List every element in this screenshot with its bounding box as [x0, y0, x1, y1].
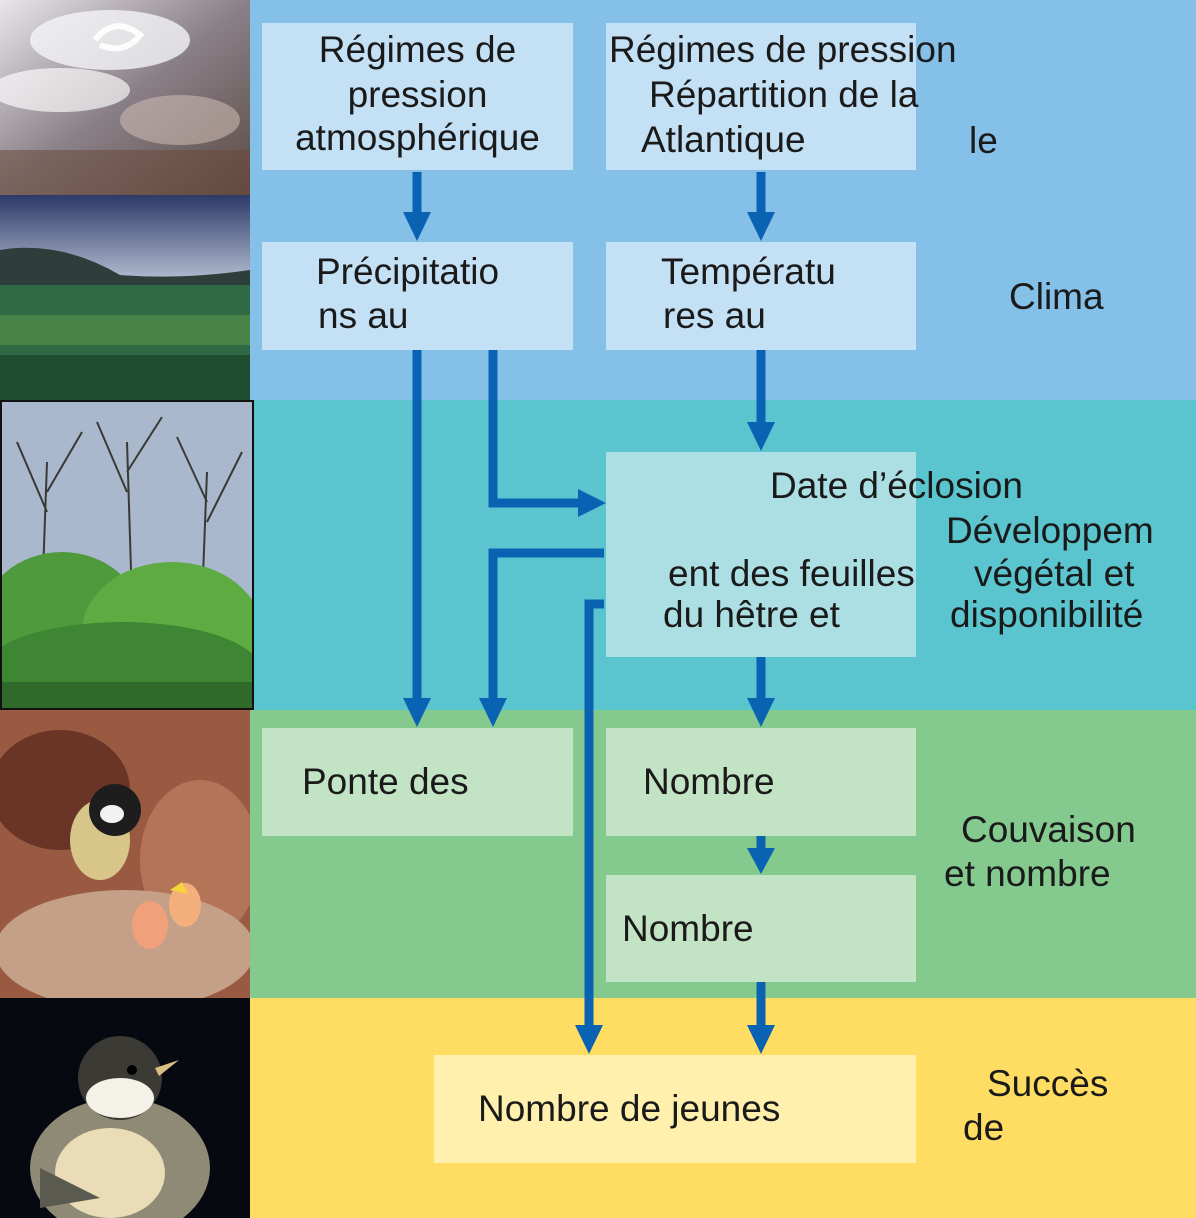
temperature-line-2: res au [663, 295, 766, 336]
side-label-le: le [969, 120, 998, 161]
pressure-right-line-2: Répartition de la [649, 74, 919, 115]
number-1-text: Nombre [643, 761, 775, 802]
laying-box [262, 728, 573, 836]
hatching-date-box [606, 452, 916, 657]
precipitation-line-2: ns au [318, 295, 409, 336]
landscape-photo [0, 195, 250, 400]
pressure-right-box [606, 23, 916, 170]
nest-chicks-photo [0, 710, 250, 998]
hatching-line-1: Date d’éclosion [770, 465, 1023, 506]
pressure-left-line-1: Régimes de [318, 29, 517, 70]
side-label-brood-2: et nombre [944, 853, 1111, 894]
pressure-right-line-1: Régimes de pression [609, 29, 957, 70]
number-2-text: Nombre [622, 908, 754, 949]
number-box-1 [606, 728, 916, 836]
temperature-box [606, 242, 916, 350]
pressure-left-line-3: atmosphérique [295, 117, 540, 158]
side-label-success-1: Succès [987, 1063, 1109, 1104]
hatching-line-3: du hêtre et [663, 594, 840, 635]
side-label-climate: Clima [1009, 276, 1104, 317]
temperature-line-1: Températu [661, 251, 836, 292]
side-label-development-3: disponibilité [950, 594, 1144, 635]
cloud-satellite-photo [0, 0, 250, 195]
pressure-left-box [262, 23, 573, 170]
hatching-line-2: ent des feuilles [668, 553, 915, 594]
side-label-development-1: Développem [946, 510, 1154, 551]
side-label-development-2: végétal et [974, 553, 1135, 594]
pressure-left-line-2: pression [347, 74, 488, 115]
precipitation-box [262, 242, 573, 350]
young-bird-photo [0, 998, 250, 1218]
number-box-2 [606, 875, 916, 982]
young-count-box [434, 1055, 916, 1163]
forest-photo [0, 400, 254, 710]
side-label-brood-1: Couvaison [961, 809, 1136, 850]
precipitation-line-1: Précipitatio [316, 251, 500, 292]
pressure-right-line-3: Atlantique [641, 119, 806, 160]
young-count-text: Nombre de jeunes [478, 1088, 781, 1129]
laying-text: Ponte des [302, 761, 469, 802]
side-label-success-2: de [963, 1107, 1005, 1148]
